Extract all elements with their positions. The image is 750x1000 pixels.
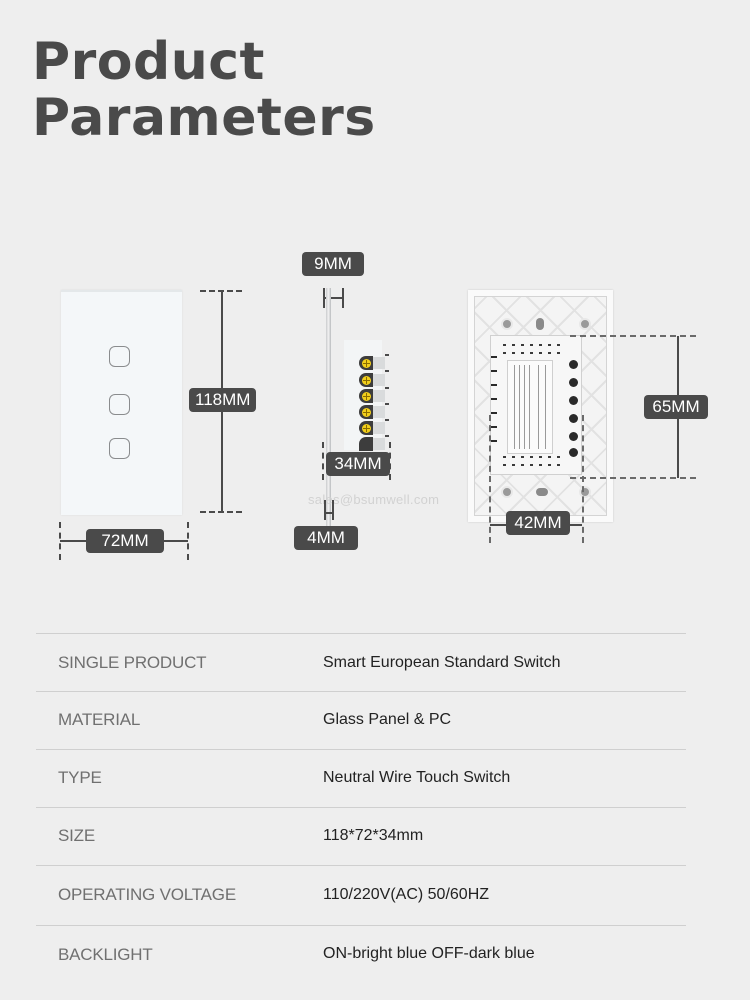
thickness-tick-right: [342, 288, 344, 308]
watermark: sales@bsumwell.com: [308, 492, 440, 507]
thickness-dimension-line: [323, 297, 343, 299]
spec-table: SINGLE PRODUCT Smart European Standard S…: [36, 633, 686, 985]
mount-slot-top: [536, 318, 544, 330]
spec-row-single-product: SINGLE PRODUCT Smart European Standard S…: [36, 633, 686, 691]
spec-key: SINGLE PRODUCT: [58, 653, 207, 672]
edge-tick-left: [324, 500, 326, 520]
terminal-plug: [373, 374, 385, 386]
spec-value: ON-bright blue OFF-dark blue: [323, 945, 535, 962]
terminal-screw-4: [359, 405, 373, 419]
spec-row-backlight: BACKLIGHT ON-bright blue OFF-dark blue: [36, 925, 686, 985]
terminal-screw-5: [359, 421, 373, 435]
spec-row-type: TYPE Neutral Wire Touch Switch: [36, 749, 686, 807]
module-width-extension-left: [489, 415, 491, 543]
spec-row-size: SIZE 118*72*34mm: [36, 807, 686, 865]
spec-row-material: MATERIAL Glass Panel & PC: [36, 691, 686, 749]
terminal-plug: [373, 357, 385, 369]
spec-key: OPERATING VOLTAGE: [58, 885, 236, 904]
depth-extension-left: [322, 442, 324, 480]
terminal-plug: [373, 438, 385, 450]
edge-tick-right: [332, 500, 334, 520]
terminal-tick: [385, 387, 389, 389]
spec-key: MATERIAL: [58, 710, 141, 729]
vent-row: [503, 456, 561, 458]
wire-port: [569, 414, 578, 423]
front-width-label: 72MM: [86, 529, 164, 553]
spec-value: 118*72*34mm: [323, 827, 424, 844]
wire-port: [569, 360, 578, 369]
terminal-plug: [373, 422, 385, 434]
module-width-extension-right: [582, 415, 584, 543]
spec-value: Glass Panel & PC: [323, 711, 452, 728]
vent-row: [503, 352, 561, 354]
terminal-plug: [373, 390, 385, 402]
switch-module: [490, 335, 582, 475]
page-title: Product Parameters: [32, 34, 376, 146]
height-extension-bottom: [200, 511, 242, 513]
mount-slot-bottom: [536, 488, 548, 496]
vent-row: [503, 344, 561, 346]
spec-value: 110/220V(AC) 50/60HZ: [323, 886, 490, 903]
wire-port: [569, 432, 578, 441]
vent-row: [503, 464, 561, 466]
glass-thickness-label: 9MM: [302, 252, 364, 276]
wire-port: [569, 378, 578, 387]
terminal-tick: [385, 419, 389, 421]
module-width-label: 42MM: [506, 511, 570, 535]
module-label: [507, 360, 553, 454]
module-height-label: 65MM: [644, 395, 708, 419]
spec-value: Neutral Wire Touch Switch: [323, 769, 511, 786]
title-line-2: Parameters: [32, 88, 376, 148]
mount-hole-bottom-left: [501, 486, 513, 498]
side-glass-edge: [326, 288, 331, 526]
spec-key: BACKLIGHT: [58, 945, 153, 964]
terminal-tick: [385, 403, 389, 405]
wire-port: [569, 396, 578, 405]
spec-key: SIZE: [58, 826, 95, 845]
terminal-plug: [373, 406, 385, 418]
spec-key: TYPE: [58, 768, 102, 787]
module-height-extension-top: [570, 335, 696, 337]
mount-hole-top-left: [501, 318, 513, 330]
terminal-tick: [385, 435, 389, 437]
title-line-1: Product: [32, 32, 265, 92]
terminal-screw-1: [359, 356, 373, 370]
mount-hole-top-right: [579, 318, 591, 330]
mount-hole-bottom-right: [579, 486, 591, 498]
terminal-tick: [385, 370, 389, 372]
front-glass-panel: [61, 290, 182, 515]
edge-dimension-line: [324, 512, 334, 514]
depth-extension-right: [389, 442, 391, 480]
wire-port: [569, 448, 578, 457]
spec-row-operating-voltage: OPERATING VOLTAGE 110/220V(AC) 50/60HZ: [36, 865, 686, 925]
front-height-label: 118MM: [189, 388, 257, 412]
touch-key-1: [109, 346, 130, 367]
panel-edge-label: 4MM: [294, 526, 358, 550]
width-extension-right: [187, 522, 189, 560]
spec-value: Smart European Standard Switch: [323, 654, 561, 671]
touch-key-3: [109, 438, 130, 459]
terminal-screw-3: [359, 389, 373, 403]
terminal-tick: [385, 354, 389, 356]
terminal-cap: [359, 437, 373, 451]
terminal-screw-2: [359, 373, 373, 387]
touch-key-2: [109, 394, 130, 415]
module-height-extension-bottom: [570, 477, 696, 479]
body-depth-label: 34MM: [326, 452, 390, 476]
